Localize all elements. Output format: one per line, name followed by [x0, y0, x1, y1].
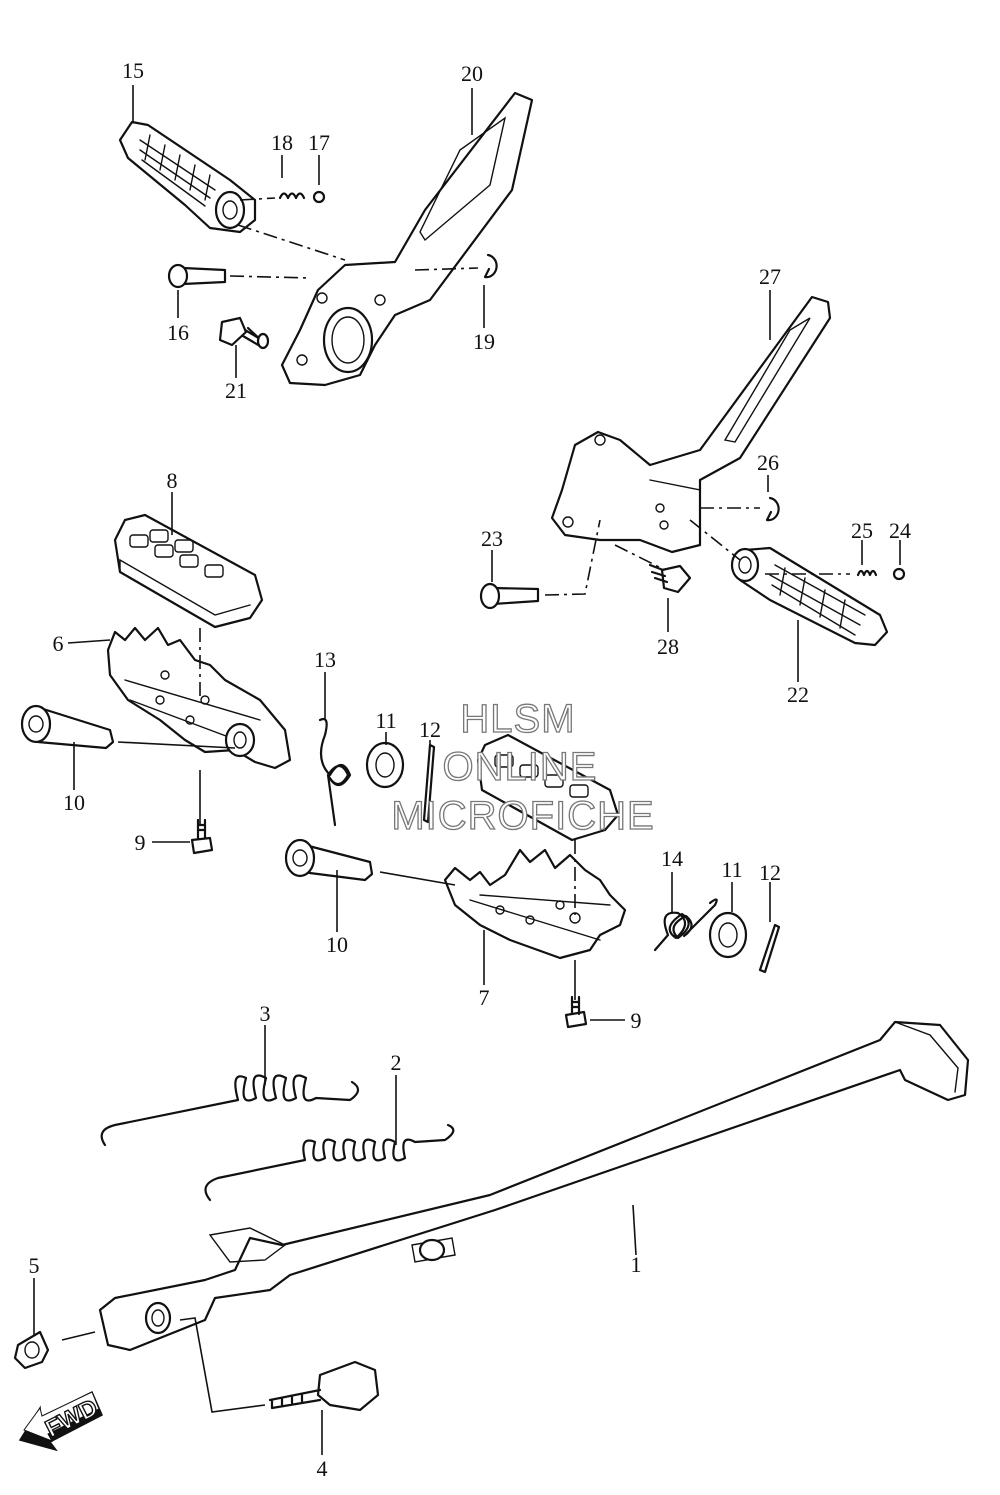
- callout-9b: 9: [631, 1008, 642, 1033]
- callout-4: 4: [317, 1456, 328, 1481]
- callout-13: 13: [314, 647, 336, 672]
- callout-14: 14: [661, 846, 683, 871]
- bolt-21: [218, 316, 248, 347]
- callout-20: 20: [461, 61, 483, 86]
- callout-24: 24: [889, 518, 911, 543]
- cotter-pin-12: [422, 743, 436, 824]
- callout-28: 28: [657, 634, 679, 659]
- left-offroad-footpeg-assembly: [20, 513, 292, 855]
- spring-2: [204, 1123, 455, 1202]
- spring-25: [856, 569, 878, 577]
- callout-9: 9: [135, 830, 146, 855]
- nut-5: [13, 1330, 50, 1370]
- pin-16: [181, 266, 227, 286]
- ball-17: [312, 190, 326, 204]
- callout-25: 25: [851, 518, 873, 543]
- callout-6: 6: [53, 631, 64, 656]
- callout-3: 3: [260, 1001, 271, 1026]
- forward-arrow-icon: FWD: [18, 1390, 103, 1452]
- callout-21: 21: [225, 378, 247, 403]
- bolt-9: [190, 836, 214, 855]
- clip-19: [483, 253, 498, 279]
- callout-2: 2: [391, 1050, 402, 1075]
- ball-24: [892, 567, 906, 581]
- footrest-bracket-27: [550, 295, 832, 554]
- callout-15: 15: [122, 58, 144, 83]
- washer-11: [365, 741, 405, 789]
- callout-12: 12: [419, 717, 441, 742]
- watermark-line-3: MICROFICHE: [391, 794, 654, 838]
- bolt-9b: [564, 1010, 588, 1029]
- callout-11b: 11: [721, 857, 742, 882]
- cotter-pin-12b: [758, 923, 781, 974]
- left-spring-washer-pin: [318, 717, 436, 827]
- callout-26: 26: [757, 450, 779, 475]
- spring-18: [278, 192, 306, 200]
- bolt-4: [316, 1360, 380, 1412]
- washer-11b: [708, 911, 748, 959]
- callout-19: 19: [473, 329, 495, 354]
- callout-16: 16: [167, 320, 189, 345]
- callout-10b: 10: [326, 932, 348, 957]
- spring-14: [653, 898, 718, 952]
- callout-27: 27: [759, 264, 781, 289]
- callout-leaders: [33, 85, 901, 1455]
- callout-12b: 12: [759, 860, 781, 885]
- spring-3: [100, 1074, 360, 1147]
- watermark: HLSM ONLINE MICROFICHE: [391, 696, 655, 838]
- callout-23: 23: [481, 526, 503, 551]
- footpeg-body-6: [106, 626, 292, 770]
- callout-18: 18: [271, 130, 293, 155]
- callout-5: 5: [29, 1253, 40, 1278]
- footpeg-22: [738, 546, 889, 647]
- spring-13: [318, 717, 352, 827]
- right-offroad-footpeg-assembly: [284, 733, 781, 1029]
- callout-11: 11: [375, 708, 396, 733]
- callout-17: 17: [308, 130, 330, 155]
- clip-26: [765, 496, 780, 522]
- bolt-28: [660, 564, 692, 594]
- side-stand-1: [98, 1020, 970, 1352]
- callout-8: 8: [167, 468, 178, 493]
- watermark-line-1: HLSM: [460, 697, 575, 741]
- right-footrest-bracket-assembly: [479, 295, 906, 647]
- footpeg-body-7: [443, 848, 627, 960]
- callout-labels: 15 20 18 17 16 19 21 27 26 23 25 24 28 2…: [29, 58, 912, 1481]
- callout-1: 1: [631, 1252, 642, 1277]
- watermark-line-2: ONLINE: [443, 745, 598, 789]
- callout-22: 22: [787, 682, 809, 707]
- callout-10: 10: [63, 790, 85, 815]
- side-stand-assembly: [13, 1020, 970, 1413]
- footpeg-rubber-8: [113, 513, 264, 629]
- callout-7: 7: [479, 985, 490, 1010]
- left-footrest-bracket-assembly: [118, 91, 534, 387]
